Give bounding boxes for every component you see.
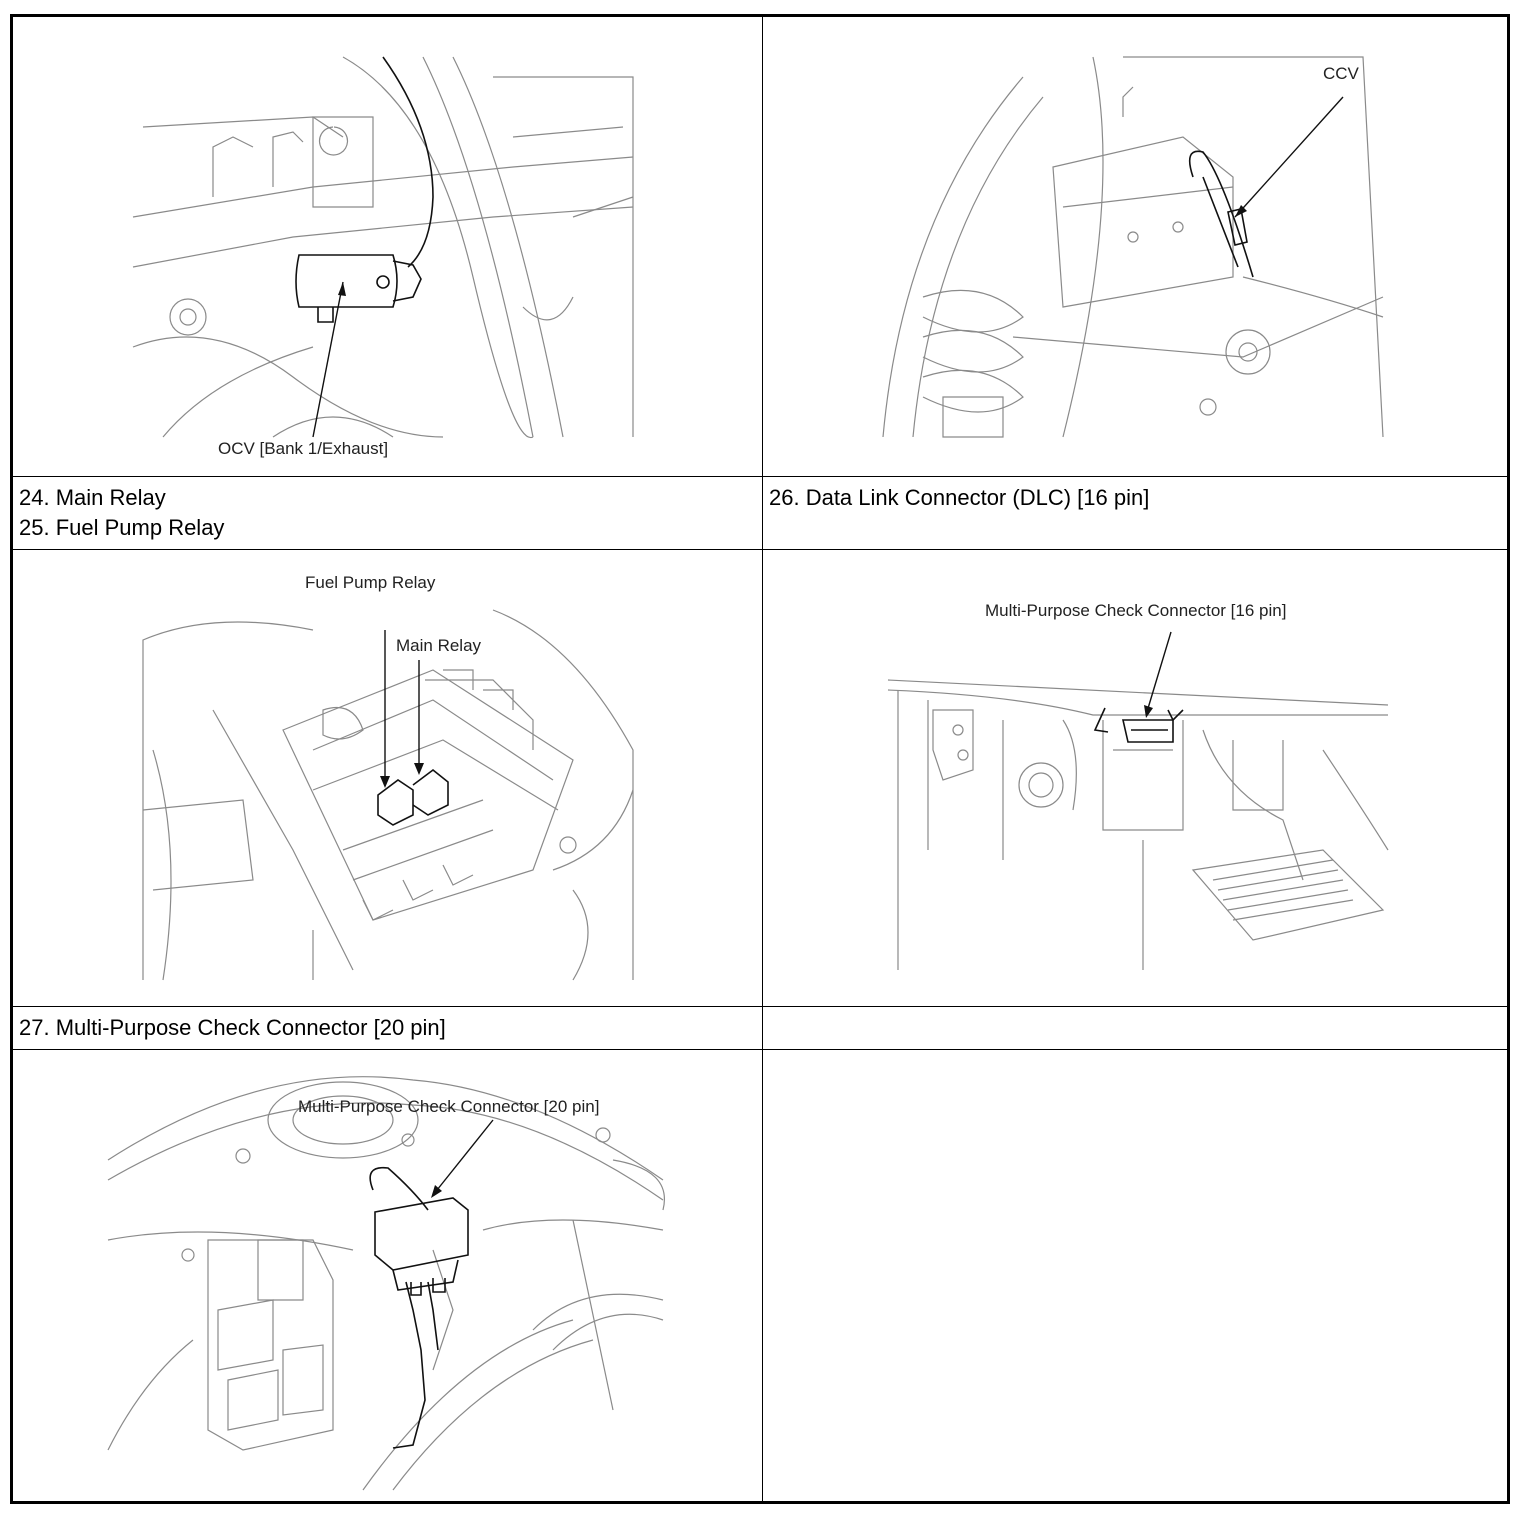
ccv-engine-sketch — [882, 56, 1384, 438]
fuel-pump-relay-callout: Fuel Pump Relay — [305, 573, 436, 592]
relay-highlight — [377, 768, 449, 826]
relay-leader-arrows — [380, 630, 424, 788]
relay-box-sketch — [142, 609, 634, 981]
engine-sketch — [132, 56, 634, 439]
caption-dlc: 26. Data Link Connector (DLC) [16 pin] — [763, 477, 1507, 550]
engine-bay-sketch — [107, 1076, 665, 1491]
relay-box-illustration: Fuel Pump Relay Main Relay — [142, 573, 634, 981]
ocv-leader-arrow — [312, 281, 346, 438]
mpcc20-connector — [369, 1166, 469, 1449]
figure-ccv: CCV — [763, 17, 1507, 477]
dlc-callout: Multi-Purpose Check Connector [16 pin] — [985, 601, 1286, 620]
dashboard-sketch — [887, 679, 1389, 970]
caption-empty — [763, 1007, 1507, 1050]
caption-dlc-text: 26. Data Link Connector (DLC) [16 pin] — [769, 485, 1150, 510]
ocv-illustration: OCV [Bank 1/Exhaust] — [132, 56, 634, 458]
figure-relays: Fuel Pump Relay Main Relay — [13, 550, 763, 1007]
ocv-body — [295, 56, 434, 323]
mpcc20-callout: Multi-Purpose Check Connector [20 pin] — [298, 1097, 599, 1116]
caption-fuel-pump-relay: 25. Fuel Pump Relay — [19, 515, 225, 540]
component-location-table: OCV [Bank 1/Exhaust] — [10, 14, 1510, 1504]
mpcc20-illustration: Multi-Purpose Check Connector [20 pin] — [107, 1076, 665, 1491]
figure-ocv: OCV [Bank 1/Exhaust] — [13, 17, 763, 477]
dlc-illustration: Multi-Purpose Check Connector [16 pin] — [887, 601, 1389, 970]
figure-mpcc20: Multi-Purpose Check Connector [20 pin] — [13, 1050, 763, 1501]
ccv-leader-arrow — [1234, 96, 1344, 218]
figure-dlc: Multi-Purpose Check Connector [16 pin] — [763, 550, 1507, 1007]
dlc-leader-arrow — [1144, 631, 1172, 718]
ccv-callout: CCV — [1323, 64, 1360, 83]
caption-main-relay: 24. Main Relay — [19, 485, 166, 510]
caption-relays: 24. Main Relay 25. Fuel Pump Relay — [13, 477, 763, 550]
dlc-connector — [1093, 707, 1184, 743]
caption-mpcc20: 27. Multi-Purpose Check Connector [20 pi… — [13, 1007, 763, 1050]
empty-cell — [763, 1050, 1507, 1501]
ocv-callout: OCV [Bank 1/Exhaust] — [218, 439, 388, 458]
ccv-illustration: CCV — [882, 56, 1384, 438]
ccv-hose — [1188, 150, 1254, 278]
mpcc20-leader-arrow — [431, 1119, 494, 1198]
main-relay-callout: Main Relay — [396, 636, 482, 655]
caption-mpcc20-text: 27. Multi-Purpose Check Connector [20 pi… — [19, 1015, 446, 1040]
